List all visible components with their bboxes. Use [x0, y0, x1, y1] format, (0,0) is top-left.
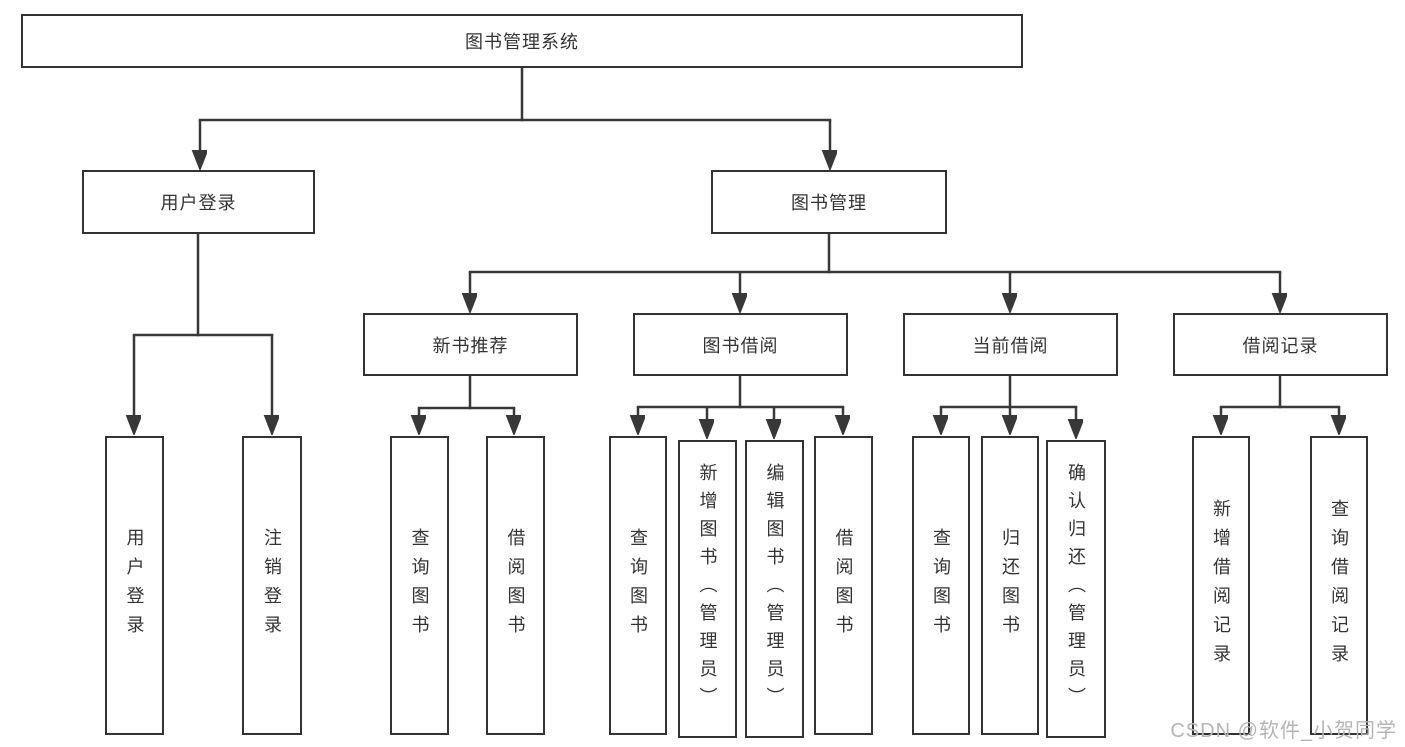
connector-root [200, 66, 830, 168]
node-book-management-label: 图书管理 [791, 193, 867, 213]
connector-book-management [470, 232, 1280, 311]
node-leaf-borrow-books-2-label: 借阅图书 [833, 527, 854, 644]
node-leaf-add-borrow-record: 新增借阅记录 [1192, 436, 1250, 735]
node-leaf-logout-label: 注销登录 [262, 527, 282, 644]
node-leaf-query-books-3: 查询图书 [912, 436, 970, 735]
connector-user-login [134, 232, 272, 433]
node-leaf-edit-book-admin: 编辑图书（管理员） [745, 440, 804, 738]
node-new-book-recommend: 新书推荐 [363, 313, 578, 376]
watermark: CSDN @软件_小贺同学 [1170, 720, 1397, 742]
node-leaf-user-login-label: 用户登录 [124, 527, 145, 644]
node-new-book-recommend-label: 新书推荐 [432, 335, 509, 356]
node-leaf-user-login: 用户登录 [105, 436, 164, 735]
node-leaf-query-books-2: 查询图书 [609, 436, 667, 735]
connector-new-book-recommend [419, 374, 514, 433]
node-user-login: 用户登录 [82, 170, 315, 234]
node-leaf-query-books-1: 查询图书 [390, 436, 449, 735]
node-leaf-query-borrow-record-label: 查询借阅记录 [1329, 498, 1349, 673]
node-leaf-add-borrow-record-label: 新增借阅记录 [1211, 498, 1231, 673]
node-book-management: 图书管理 [711, 170, 947, 234]
node-leaf-add-book-admin: 新增图书（管理员） [678, 440, 737, 738]
node-leaf-query-books-3-label: 查询图书 [931, 527, 951, 644]
node-borrow-records: 借阅记录 [1173, 313, 1388, 376]
node-leaf-query-books-1-label: 查询图书 [409, 527, 430, 644]
connector-borrow-records [1221, 374, 1339, 433]
node-current-borrowing: 当前借阅 [903, 313, 1118, 376]
node-leaf-query-books-2-label: 查询图书 [628, 527, 648, 644]
node-leaf-return-book: 归还图书 [981, 436, 1039, 735]
node-leaf-confirm-return-admin-label: 确认归还（管理员） [1066, 463, 1086, 715]
node-root-label: 图书管理系统 [465, 32, 579, 52]
node-leaf-edit-book-admin-label: 编辑图书（管理员） [764, 463, 785, 715]
node-book-borrowing-label: 图书借阅 [702, 335, 779, 356]
node-book-borrowing: 图书借阅 [633, 313, 848, 376]
node-current-borrowing-label: 当前借阅 [972, 335, 1049, 356]
node-leaf-borrow-books-1-label: 借阅图书 [505, 527, 526, 644]
node-leaf-logout: 注销登录 [242, 436, 302, 735]
connector-book-borrowing [638, 374, 843, 437]
node-leaf-add-book-admin-label: 新增图书（管理员） [697, 463, 718, 715]
node-leaf-borrow-books-1: 借阅图书 [486, 436, 545, 735]
node-leaf-return-book-label: 归还图书 [1000, 527, 1020, 644]
connector-current-borrowing [941, 374, 1076, 437]
node-leaf-confirm-return-admin: 确认归还（管理员） [1046, 440, 1106, 738]
node-leaf-borrow-books-2: 借阅图书 [814, 436, 873, 735]
node-leaf-query-borrow-record: 查询借阅记录 [1310, 436, 1368, 735]
node-root-system: 图书管理系统 [21, 14, 1023, 68]
node-borrow-records-label: 借阅记录 [1242, 335, 1319, 356]
node-user-login-label: 用户登录 [160, 193, 237, 213]
